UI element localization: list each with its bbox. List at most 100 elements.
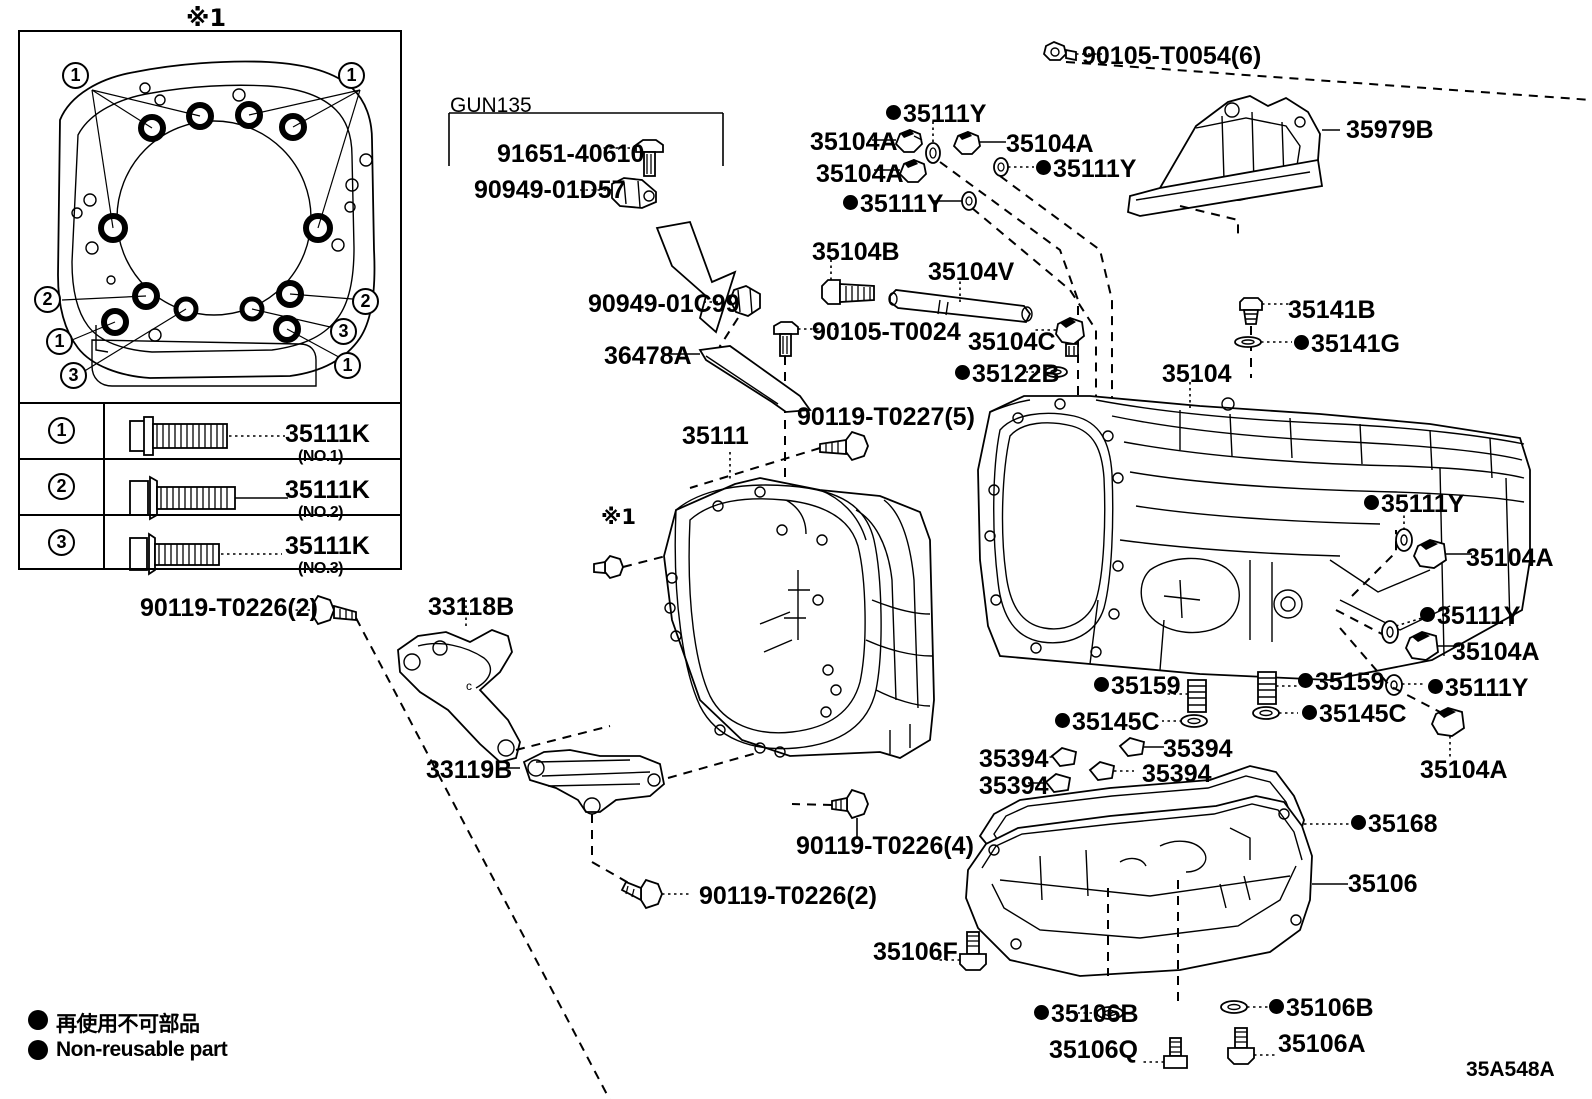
legend-text-en: Non-reusable part [56,1038,228,1061]
part-90119-T0226-2b-icon [620,878,690,910]
detail-box-divider-r1 [18,458,402,460]
label-35104A-2: 35104A [1006,130,1094,158]
label-35122B: 35122B [955,360,1060,389]
label-35111Y-3: 35111Y [843,190,943,219]
label-35104A-3: 35104A [816,160,904,188]
label-35979B: 35979B [1346,116,1434,144]
label-35394-3: 35394 [1142,760,1212,788]
label-90119-T0227-5: 90119-T0227(5) [797,403,975,431]
label-35111Y-4: 35111Y [1364,490,1464,519]
label-35394-1: 35394 [979,745,1049,773]
label-35394-4: 35394 [979,772,1049,800]
label-detail-ref-bolt: ※1 [601,505,637,529]
part-33118B-bracket: c [397,600,611,763]
label-35159-2: 35159 [1298,668,1385,697]
nonreusable-dot [1302,705,1317,720]
label-35394-2: 35394 [1163,735,1233,763]
part-90949-01D57-icon [580,177,657,209]
nonreusable-dot [1420,607,1435,622]
svg-text:c: c [466,679,472,693]
detail-bellhousing-drawing [57,60,376,387]
part-35145C-1-icon [1162,714,1208,728]
nonreusable-dot [1351,815,1366,830]
detail-row-sub-1: (NO.1) [298,448,344,465]
detail-row-sub-2: (NO.2) [298,504,344,521]
label-90119-T0226-2a: 90119-T0226(2) [140,594,318,622]
nonreusable-dot [955,365,970,380]
label-35104B: 35104B [812,238,900,266]
nonreusable-dot [1269,999,1284,1014]
part-35106F-icon [936,931,987,971]
pointer-arrow [655,220,737,334]
part-35111-bellhousing [663,452,935,759]
detail-callout-2b: 2 [352,288,379,315]
label-91651-40610: 91651-40610 [497,140,645,168]
part-35106Q-icon [1142,1037,1188,1069]
nut-washer-cluster-top [872,120,1113,440]
part-36478A-icon [662,345,812,413]
nonreusable-dot [1428,679,1443,694]
part-91651-40610-icon [596,139,664,177]
detail-box-divider-table [18,402,402,404]
label-90119-T0226-2b: 90119-T0226(2) [699,882,877,910]
part-35141G-icon [1234,336,1292,348]
nonreusable-dot [1034,1005,1049,1020]
right-nut-cluster [1335,508,1472,760]
label-90949-01D57: 90949-01D57 [474,176,626,204]
part-35394-4-icon [1028,773,1072,793]
label-35111Y-5: 35111Y [1420,602,1520,631]
nonreusable-dot [1298,673,1313,688]
label-35159-1: 35159 [1094,672,1181,701]
label-33118B: 33118B [428,593,515,621]
part-35104B-icon [821,256,875,305]
part-35394-2-icon [1118,737,1164,757]
label-35106F: 35106F [873,938,958,966]
label-35141B: 35141B [1288,296,1376,324]
label-35104A-1: 35104A [810,128,898,156]
part-90105-T0054-icon [1043,41,1592,102]
detail-row-part-2: 35111K [285,476,370,504]
detail-box [18,30,402,570]
label-35106A: 35106A [1278,1030,1366,1058]
part-35106-oilpan [965,795,1348,1002]
nonreusable-dot [1094,677,1109,692]
part-90119-T0226-4-icon [791,788,869,838]
part-35145C-2-icon [1252,706,1298,720]
label-35104A-4: 35104A [1466,544,1554,572]
label-35168: 35168 [1351,810,1438,839]
label-36478A: 36478A [604,342,692,370]
legend-text-jp: 再使用不可部品 [56,1012,200,1036]
label-90119-T0226-4: 90119-T0226(4) [796,832,974,860]
label-90949-01C99: 90949-01C99 [588,290,740,318]
detail-row-num-2: 2 [48,473,75,500]
legend-bullet-en [28,1040,48,1060]
label-35106B-1: 35106B [1034,1000,1139,1029]
detail-callout-2a: 2 [34,286,61,313]
part-35122B-icon [1026,366,1068,378]
label-35141G: 35141G [1294,330,1400,359]
detail-row-sub-3: (NO.3) [298,560,344,577]
detail-callout-1c: 1 [46,328,73,355]
label-35104V: 35104V [928,258,1015,286]
label-33119B: 33119B [426,756,513,784]
part-35106B-1-icon [1078,1006,1124,1020]
nonreusable-dot [1036,160,1051,175]
part-35394-3-icon [1088,761,1134,781]
part-35141B-icon [1239,297,1292,378]
part-90119-T0226-2a-icon [286,594,611,1099]
detail-box-divider-col [103,402,105,570]
part-35104V-shaft [888,280,1033,323]
label-35111: 35111 [682,422,749,450]
nonreusable-dot [843,195,858,210]
nonreusable-dot [1294,335,1309,350]
label-35111Y-6: 35111Y [1428,674,1528,703]
part-35979B-bracket [1127,95,1340,240]
detail-callout-3a: 3 [330,318,357,345]
label-35104: 35104 [1162,360,1232,388]
part-35159-2-icon [1257,671,1298,705]
label-35145C-1: 35145C [1055,708,1160,737]
detail-callout-3b: 3 [60,362,87,389]
label-35111Y-1: 35111Y [886,100,986,129]
